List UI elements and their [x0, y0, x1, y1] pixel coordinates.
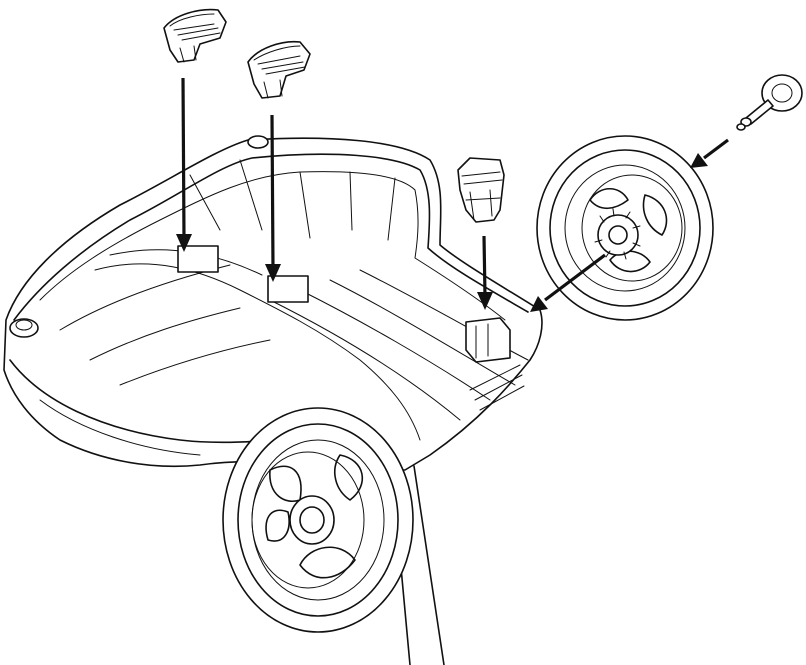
axle-pin	[736, 74, 803, 131]
clip-right	[457, 157, 505, 223]
wheel-front	[222, 407, 414, 633]
wheel-detached	[536, 135, 714, 321]
chassis	[3, 135, 543, 471]
arrow-clip-left	[176, 77, 192, 252]
arrow-clip-middle	[265, 114, 281, 282]
clip-left	[163, 8, 227, 63]
clip-middle	[247, 40, 311, 99]
arrow-clip-right	[477, 235, 493, 310]
arrow-axle-pin	[690, 138, 729, 168]
arrow-wheel	[530, 253, 606, 312]
